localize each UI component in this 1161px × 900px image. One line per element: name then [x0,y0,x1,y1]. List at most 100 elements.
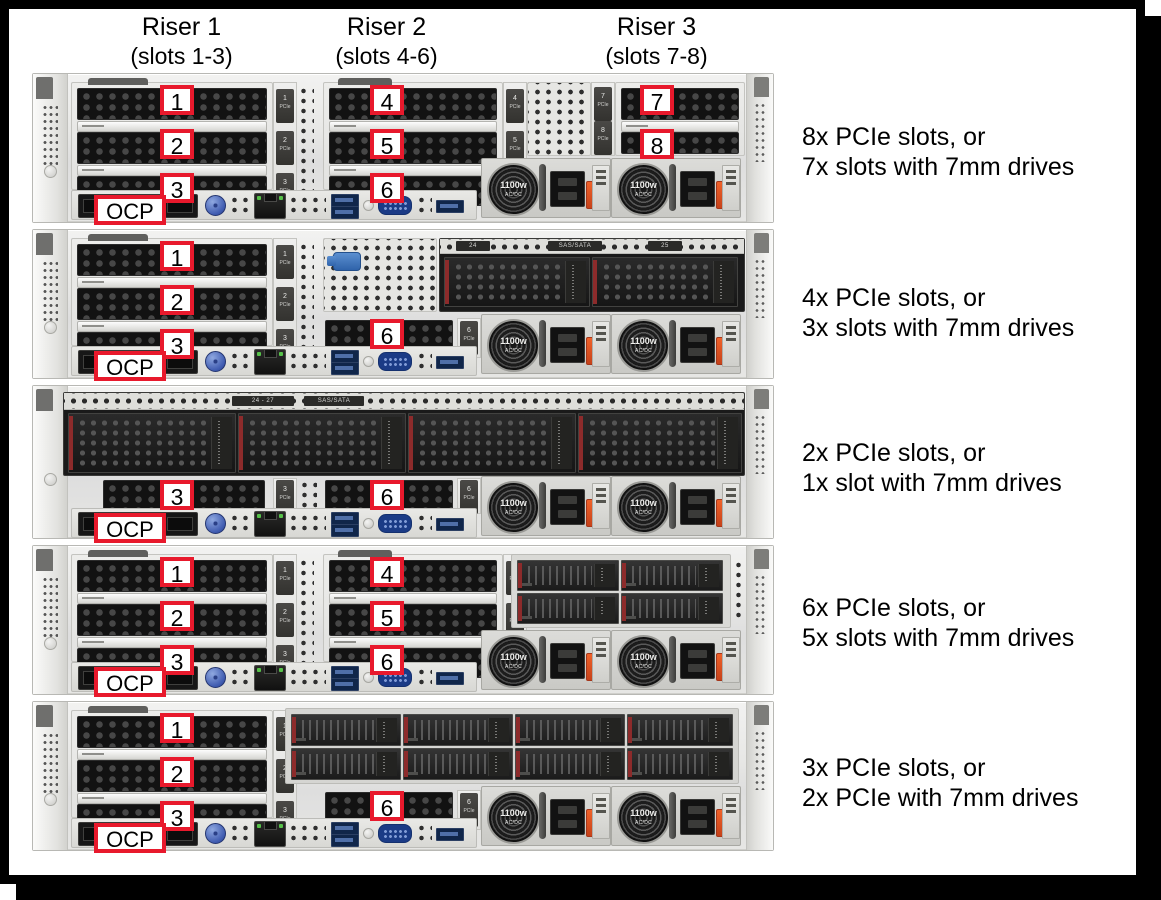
drive-bay-7mm-2[interactable] [621,560,723,591]
drive-bay-25[interactable] [238,413,406,473]
psu-2-power-socket[interactable] [680,799,715,835]
ethernet-port[interactable] [254,349,286,375]
psu-2-handle[interactable] [669,482,676,529]
psu-1-power-socket[interactable] [550,799,585,835]
caption-line-2: 5x slots with 7mm drives [802,624,1075,652]
vga-port[interactable] [378,352,412,371]
usb-port-2[interactable] [331,206,359,219]
psu-2-handle[interactable] [669,320,676,367]
ocp-port-right[interactable] [167,517,193,531]
chassis-right-ear [746,74,773,222]
pcie-slot-4[interactable] [329,88,497,120]
psu-1-handle[interactable] [539,482,546,529]
psu-2-led-panel [722,483,740,529]
drive-bay-7mm-7[interactable] [515,748,625,780]
usb-port-3[interactable] [436,672,464,685]
io-vent-c [416,195,432,215]
psu-1-power-socket[interactable] [550,327,585,363]
riser-2-assembly[interactable] [323,550,503,678]
usb-port-2[interactable] [331,362,359,375]
slot-tab-number: 3 [283,486,287,493]
psu-2-power-socket[interactable] [680,643,715,679]
thumbscrew-icon[interactable] [205,823,226,844]
psu-2-power-socket[interactable] [680,489,715,525]
psu-1-power-socket[interactable] [550,643,585,679]
pcie-slot-7[interactable] [621,88,739,120]
psu-2-led-panel [722,793,740,839]
drive-bay-7mm-1[interactable] [291,714,401,746]
slot-tab-number: 5 [513,137,517,144]
psu-2-handle[interactable] [669,164,676,211]
drive-bay-24[interactable] [68,413,236,473]
psu-1-handle[interactable] [539,792,546,839]
ethernet-led-left [257,514,261,518]
drive-bay-26[interactable] [408,413,576,473]
drive-bay-7mm-6[interactable] [403,748,513,780]
psu-1-handle[interactable] [539,164,546,211]
thumbscrew-icon[interactable] [205,351,226,372]
psu-1-power-socket[interactable] [550,171,585,207]
bay-latch [518,596,522,621]
drive-bay-24[interactable] [444,257,590,307]
blue-handle-icon[interactable] [327,252,361,271]
drive-bay-7mm-4[interactable] [627,714,733,746]
vga-port[interactable] [378,824,412,843]
drive-bay-7mm-3[interactable] [517,593,619,624]
thumbscrew-icon[interactable] [205,195,226,216]
ethernet-port[interactable] [254,193,286,219]
chassis-left-ear [33,386,68,538]
pcie-slot-5[interactable] [329,604,497,636]
thumbscrew-icon[interactable] [205,667,226,688]
bay-latch [239,416,243,470]
thumbscrew-icon[interactable] [205,513,226,534]
psu-2-handle[interactable] [669,792,676,839]
drive-bay-7mm-2[interactable] [403,714,513,746]
callout-slot-6: 6 [370,173,404,203]
psu-1-handle[interactable] [539,320,546,367]
ethernet-port[interactable] [254,511,286,537]
drive-bay-7mm-8[interactable] [627,748,733,780]
usb-port-3[interactable] [436,200,464,213]
riser-3-assembly[interactable] [615,82,745,156]
ethernet-port[interactable] [254,821,286,847]
usb-port-3[interactable] [436,356,464,369]
riser-2-assembly[interactable] [323,78,503,206]
drive-bay-27[interactable] [578,413,742,473]
usb-port-2[interactable] [331,678,359,691]
psu-2-handle[interactable] [669,636,676,683]
psu-2-power-socket[interactable] [680,327,715,363]
usb-port-3[interactable] [436,518,464,531]
vga-port[interactable] [378,514,412,533]
drive-bay-7mm-3[interactable] [515,714,625,746]
usb-port-2[interactable] [331,524,359,537]
bay-mesh [302,754,374,774]
pcie-slot-8[interactable] [621,132,739,154]
usb-port-2[interactable] [331,834,359,847]
psu-1-handle[interactable] [539,636,546,683]
usb-port-3[interactable] [436,828,464,841]
drive-bay-7mm-1[interactable] [517,560,619,591]
drive-bay-7mm-5[interactable] [291,748,401,780]
ethernet-led-right [279,668,283,672]
pcie-slot-4[interactable] [329,560,497,592]
drive-bay-7mm-4[interactable] [621,593,723,624]
drive-bay-25[interactable] [592,257,738,307]
ethernet-port[interactable] [254,665,286,691]
psu-1-power-socket[interactable] [550,489,585,525]
psu-2-power-socket[interactable] [680,171,715,207]
chassis-right-ear [746,230,773,378]
pcie-slot-5[interactable] [329,132,497,164]
